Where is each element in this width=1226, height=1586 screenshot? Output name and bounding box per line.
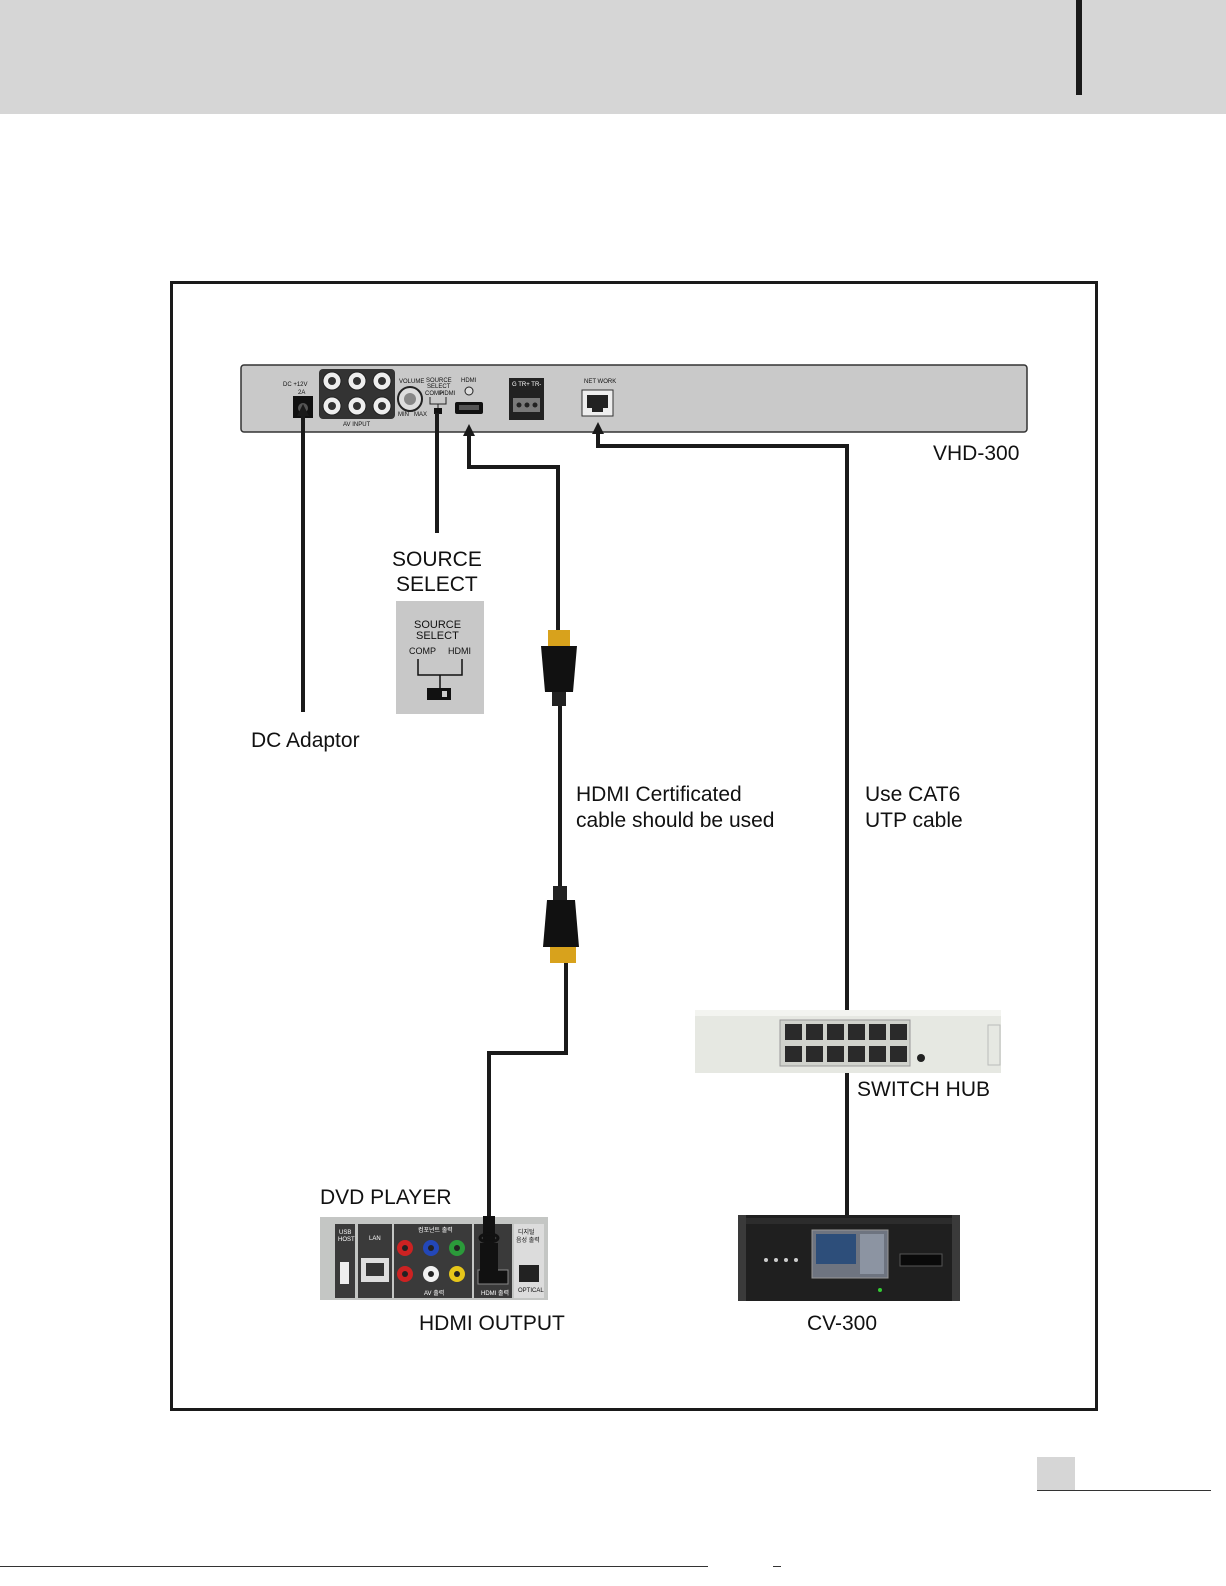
hdmi-plug-upper-icon: [541, 630, 577, 706]
dc-port-label: DC +12V: [283, 382, 308, 388]
dvd-av-out-label: AV 출력: [424, 1289, 444, 1297]
detail-switch-icon: [427, 688, 451, 700]
dvd-component-label: 컴포넌트 출력: [418, 1226, 453, 1234]
footer-tick: [773, 1566, 781, 1567]
network-cable: [598, 426, 847, 1010]
dvd-optical-label: OPTICAL: [518, 1288, 544, 1294]
detail-comp: COMP: [409, 646, 436, 656]
network-port-label: NET WORK: [584, 379, 616, 385]
switch-hub-icon: [695, 1010, 1001, 1073]
source-select-label-line2: SELECT: [396, 573, 478, 596]
cv300-unit-icon: [738, 1215, 960, 1301]
source-select-label-line1: SOURCE: [392, 548, 482, 571]
dvd-hdmi-out-label: HDMI 출력: [481, 1289, 509, 1297]
footer-rule: [0, 1566, 708, 1567]
hdmi-plug-lower-icon: [543, 886, 579, 963]
cat6-note-line2: UTP cable: [865, 809, 963, 832]
source-select-detail: SOURCE SELECT COMP HDMI: [396, 601, 484, 714]
dvd-usb-port-icon: [340, 1262, 349, 1284]
hdmi-cable-upper: [469, 428, 558, 630]
vhd300-rear-panel: DC +12V 2A AV INPUT VOLUME MIN MAX SOURC…: [241, 365, 1027, 432]
page-number-box: [1037, 1457, 1075, 1490]
dvd-optical-port-icon: [519, 1265, 539, 1282]
page-rule: [1037, 1490, 1211, 1491]
dvd-usb-label: USB: [339, 1230, 351, 1236]
cat6-note-line1: Use CAT6: [865, 783, 960, 806]
switch-hub-label: SWITCH HUB: [857, 1078, 990, 1101]
dvd-hdmi-port-icon: [478, 1270, 508, 1284]
cables: [303, 410, 847, 1260]
source-hdmi-small: HDMI: [440, 391, 456, 397]
hdmi-port-label: HDMI: [461, 378, 477, 384]
detail-source-line2: SELECT: [416, 630, 459, 642]
dvd-lan-label: LAN: [369, 1236, 381, 1242]
dvd-audio-out-label: 음성 출력: [516, 1236, 540, 1244]
dvd-player-panel: USB HOST LAN 컴포넌트 출력 AV 출력 HDMI 출력 디지털 음…: [320, 1216, 548, 1300]
hdmi-note-line2: cable should be used: [576, 809, 775, 832]
cv300-label: CV-300: [807, 1312, 877, 1335]
vhd300-label: VHD-300: [933, 442, 1019, 465]
dvd-host-label: HOST: [338, 1237, 355, 1243]
hdmi-cable-lower: [489, 962, 566, 1260]
av-input-label: AV INPUT: [343, 422, 371, 428]
detail-hdmi: HDMI: [448, 646, 471, 656]
volume-min-label: MIN: [398, 412, 409, 418]
dvd-player-label: DVD PLAYER: [320, 1186, 452, 1209]
source-select-small-line2: SELECT: [427, 384, 451, 390]
hdmi-output-label: HDMI OUTPUT: [419, 1312, 565, 1335]
dc-adaptor-label: DC Adaptor: [251, 729, 360, 752]
terminal-label: G TR+ TR-: [512, 382, 541, 388]
dc-current-label: 2A: [298, 390, 305, 396]
volume-label: VOLUME: [399, 379, 424, 385]
dvd-digital-label: 디지털: [518, 1228, 535, 1236]
hdmi-note-line1: HDMI Certificated: [576, 783, 742, 806]
volume-max-label: MAX: [414, 412, 427, 418]
